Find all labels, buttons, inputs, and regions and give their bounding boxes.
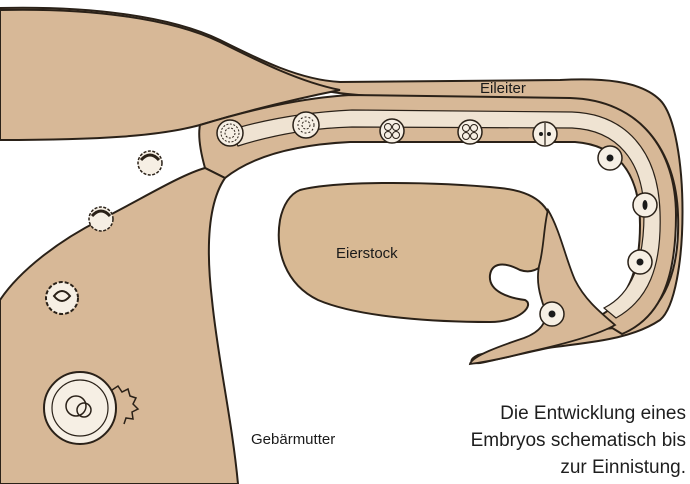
stage-implanting-blastocyst — [46, 282, 78, 314]
label-uterus: Gebärmutter — [251, 431, 335, 448]
figure-caption: Die Entwicklung eines Embryos schematisc… — [356, 400, 686, 481]
caption-line-1: Die Entwicklung eines — [356, 400, 686, 427]
label-oviduct: Eileiter — [480, 80, 526, 97]
stage-blastocyst-b — [89, 207, 113, 231]
stage-morula-b — [217, 120, 243, 146]
label-ovary: Eierstock — [336, 245, 398, 262]
stage-fertilized-egg — [540, 302, 564, 326]
uterus-body — [0, 168, 238, 484]
stage-4-cell-b — [380, 119, 404, 143]
stage-morula-a — [293, 112, 319, 138]
stage-2-cell — [533, 122, 557, 146]
stage-blastocyst-a — [138, 151, 162, 175]
caption-line-3: zur Einnistung. — [356, 454, 686, 481]
stage-egg-2 — [633, 193, 657, 217]
caption-line-2: Embryos schematisch bis — [356, 427, 686, 454]
ovary — [279, 183, 553, 322]
stage-egg-1 — [628, 250, 652, 274]
stage-egg-3 — [598, 146, 622, 170]
stage-4-cell-a — [458, 120, 482, 144]
